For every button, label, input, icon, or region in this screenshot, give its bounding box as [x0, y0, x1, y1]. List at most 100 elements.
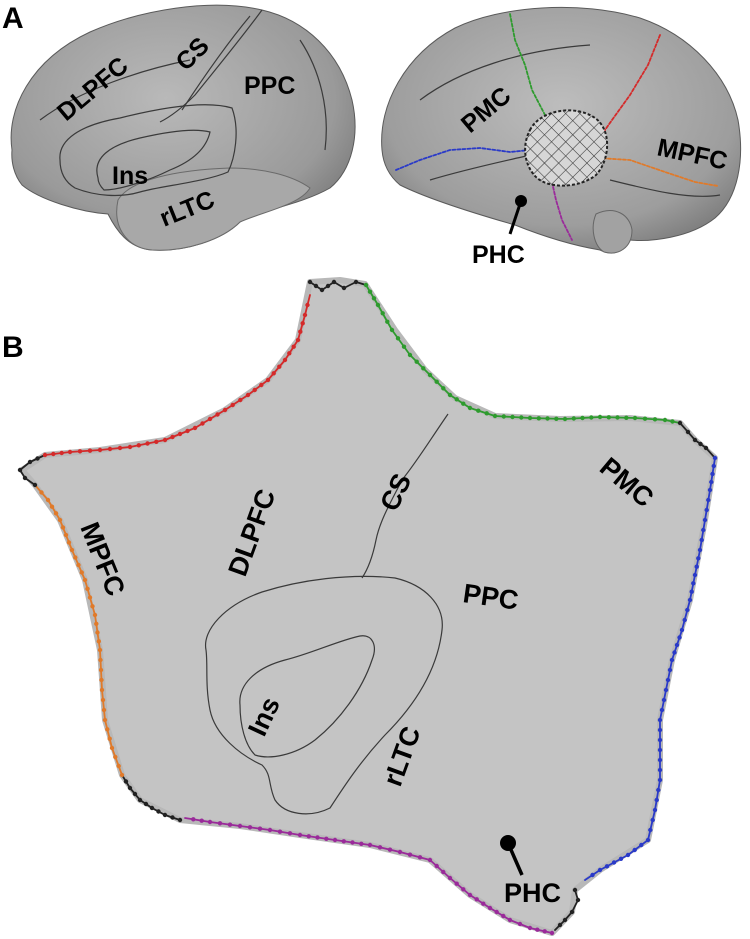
cut-dot	[494, 909, 499, 915]
cut-dot	[501, 414, 506, 419]
cut-dot	[341, 285, 347, 291]
cut-dot	[474, 897, 479, 902]
panel-b: B DLPFC CS PPC	[2, 277, 718, 936]
cut-dot	[689, 589, 694, 594]
cut-dot	[257, 826, 263, 831]
cut-dot	[371, 296, 377, 301]
cut-dot	[238, 397, 243, 403]
panel-a-letter: A	[2, 2, 24, 35]
cut-dot	[287, 831, 293, 836]
cut-dot	[663, 687, 669, 693]
cut-dot	[94, 621, 99, 626]
cut-dot	[447, 875, 453, 881]
cut-dot	[674, 642, 680, 648]
cut-dot	[414, 359, 419, 364]
cut-dot	[702, 517, 708, 523]
cut-dot	[557, 922, 563, 928]
cut-dot	[230, 402, 235, 408]
cut-dot	[101, 707, 107, 713]
lateral-perisylvian-outline	[59, 104, 237, 197]
cut-dot	[434, 863, 439, 869]
cut-dot	[427, 857, 433, 863]
cut-dot	[127, 444, 133, 450]
cut-dot	[484, 411, 489, 416]
cut-dot	[571, 416, 576, 421]
cut-dot	[692, 572, 698, 578]
cut-dot	[507, 917, 513, 923]
cut-dot	[417, 855, 423, 860]
cut-dot	[385, 319, 390, 324]
cut-dot	[259, 382, 264, 388]
cut-dot	[615, 415, 620, 420]
cut-dot	[652, 807, 658, 813]
lateral-gyrus-line-3	[299, 39, 327, 151]
cut-dot	[492, 413, 498, 419]
cut-dot	[707, 487, 713, 493]
cut-dot	[60, 525, 66, 530]
cut-dot	[291, 344, 296, 349]
cut-dot	[572, 887, 578, 893]
cut-dot	[137, 797, 143, 803]
cut-dot	[711, 463, 716, 469]
panel-a: A DLPFC CS PPC Ins rLTC	[2, 2, 742, 269]
cut-dot	[192, 425, 198, 431]
cut-dot	[377, 845, 383, 850]
cut-dot	[661, 697, 667, 703]
cut-dot	[632, 415, 638, 421]
cut-dot	[669, 657, 675, 663]
flatmap-cut-dots	[17, 279, 718, 936]
cut-dot	[657, 727, 663, 733]
cut-dot	[618, 856, 624, 861]
cut-dot	[487, 905, 493, 911]
label-phc-flatmap: PHC	[504, 878, 561, 908]
cut-dot	[267, 827, 273, 833]
cut-dot	[92, 612, 98, 618]
cut-dot	[177, 431, 183, 437]
cut-dot	[149, 805, 155, 811]
cut-dot	[277, 829, 283, 834]
cut-dot	[113, 754, 118, 760]
cut-dot	[682, 617, 687, 623]
cut-dot	[105, 727, 110, 732]
cut-dot	[501, 913, 506, 919]
cut-dot	[519, 415, 524, 420]
cut-dot	[685, 429, 691, 435]
cut-dot	[42, 452, 48, 458]
flatmap-cut-blue	[584, 457, 716, 881]
cut-dot	[97, 647, 103, 653]
phc-marker-line-flatmap	[506, 842, 524, 876]
cut-dot	[305, 302, 310, 308]
cut-dot	[98, 667, 104, 673]
medial-gyrus-line-3	[609, 179, 721, 197]
cut-dot	[380, 311, 385, 316]
cut-dot	[145, 441, 150, 446]
cut-dot	[162, 812, 168, 818]
cut-dot	[562, 917, 568, 923]
flatmap-perisylvian-outline	[204, 575, 443, 815]
cut-dot	[22, 475, 28, 481]
cut-dot	[535, 927, 540, 932]
cut-dot	[35, 456, 40, 461]
cut-dot	[90, 604, 95, 609]
cut-dot	[116, 763, 121, 769]
cut-dot	[467, 405, 473, 411]
cut-dot	[642, 416, 648, 421]
cut-dot	[481, 901, 486, 906]
cut-dot	[527, 415, 533, 421]
cut-dot	[562, 416, 568, 422]
lateral-brain: DLPFC CS PPC Ins rLTC	[10, 4, 356, 251]
cut-dot	[652, 417, 658, 422]
flatmap-cut-green	[365, 284, 681, 424]
cut-dot	[222, 407, 228, 413]
lateral-gyrus-line-1	[39, 59, 191, 121]
cut-dot	[549, 930, 555, 936]
cut-dot	[703, 445, 709, 451]
flatmap: DLPFC CS PPC Ins rLTC PMC MPFC PHC	[17, 277, 718, 936]
cut-dot	[177, 817, 183, 823]
cut-dot	[590, 872, 595, 878]
cut-dot	[589, 415, 594, 420]
cut-dot	[185, 428, 190, 434]
cut-dot	[39, 490, 44, 495]
cut-dot	[611, 860, 617, 865]
cut-dot	[447, 392, 453, 398]
